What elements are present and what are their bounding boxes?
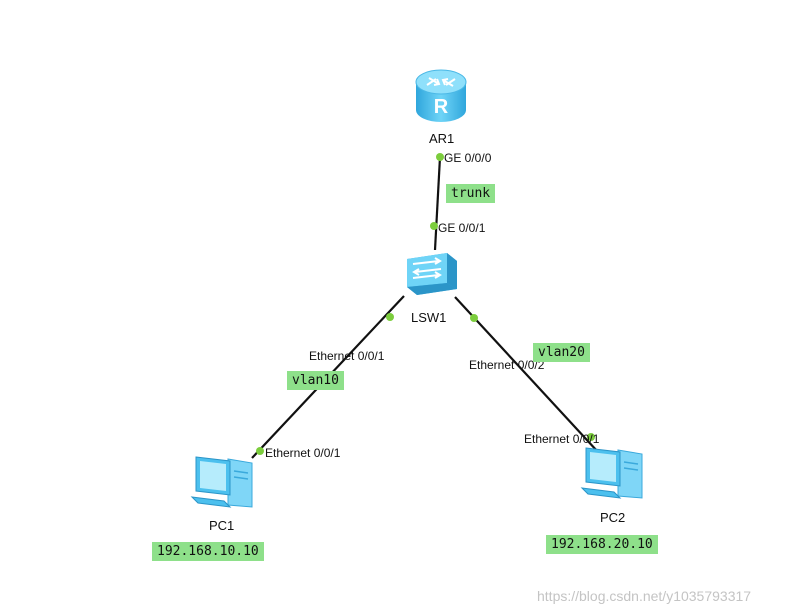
- pc1-name: PC1: [209, 518, 235, 533]
- link-lsw1-pc2[interactable]: [454, 296, 599, 453]
- svg-text:R: R: [434, 96, 449, 118]
- port-label-lsw1-pc2: Ethernet 0/0/2: [469, 358, 545, 372]
- port-dot-pc2-eth001: [587, 433, 595, 441]
- port-dot-lsw1-ge001: [430, 222, 438, 230]
- pc-icon[interactable]: [190, 453, 260, 513]
- switch-icon[interactable]: [403, 247, 459, 299]
- switch-name: LSW1: [411, 310, 447, 325]
- router-icon[interactable]: R: [412, 66, 470, 130]
- port-dot-ar1-ge000: [436, 153, 444, 161]
- link-ar1-lsw1[interactable]: [433, 156, 442, 251]
- trunk-tag: trunk: [446, 184, 496, 203]
- port-dot-lsw1-eth001: [386, 313, 394, 321]
- vlan10-tag: vlan10: [287, 371, 344, 390]
- port-label-lsw1-pc1: Ethernet 0/0/1: [309, 349, 385, 363]
- port-dot-lsw1-eth002: [470, 314, 478, 322]
- vlan20-tag: vlan20: [533, 343, 590, 362]
- port-label-pc2: Ethernet 0/0/1: [524, 432, 600, 446]
- port-dot-pc1-eth001: [256, 447, 264, 455]
- watermark-text: https://blog.csdn.net/y1035793317: [537, 588, 752, 604]
- port-label-lsw1-uplink: GE 0/0/1: [438, 221, 486, 235]
- pc2-name: PC2: [600, 510, 626, 525]
- port-label-pc1: Ethernet 0/0/1: [265, 446, 341, 460]
- pc-icon[interactable]: [580, 444, 650, 504]
- pc2-ip-badge: 192.168.20.10: [546, 535, 658, 554]
- router-name: AR1: [429, 131, 455, 146]
- port-label-ar1: GE 0/0/0: [444, 151, 492, 165]
- pc1-ip-badge: 192.168.10.10: [152, 542, 264, 561]
